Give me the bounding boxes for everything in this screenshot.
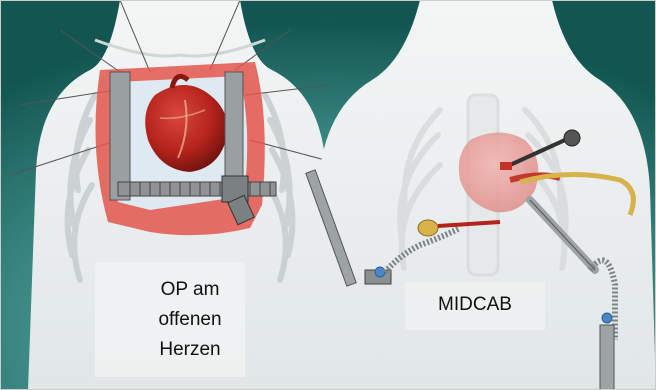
yellow-connector (418, 220, 438, 236)
left-caption-line-2: offenen (100, 305, 280, 335)
left-caption-line-3: Herzen (100, 335, 280, 365)
left-caption-line-1: OP am (100, 275, 280, 305)
left-panel-caption: OP am offenen Herzen (100, 275, 280, 365)
right-panel-caption: MIDCAB (400, 290, 550, 320)
